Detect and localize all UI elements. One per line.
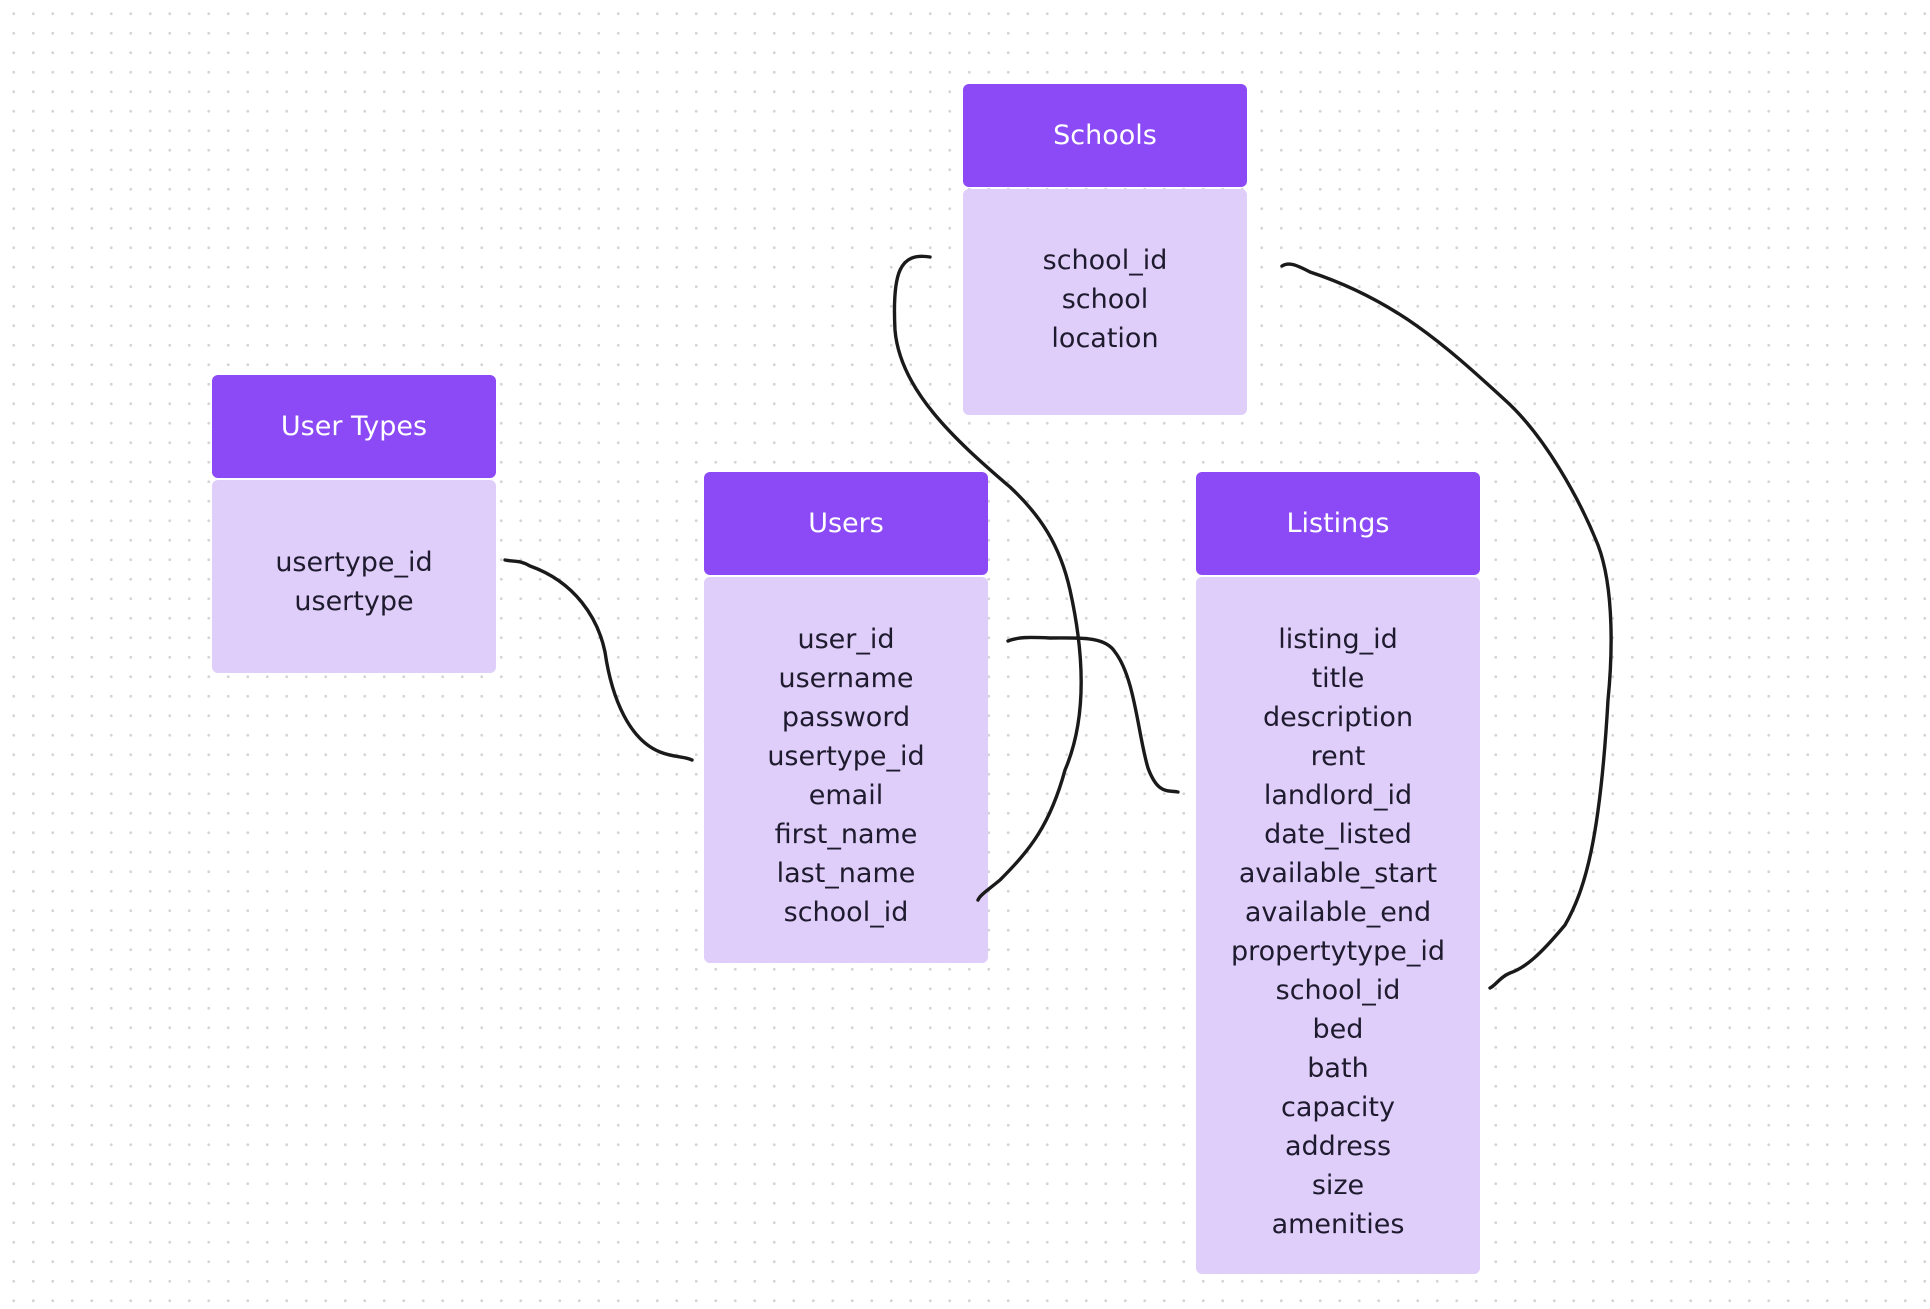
table-schools-header[interactable]: Schools (963, 84, 1247, 187)
connector-usertypes-to-users[interactable] (503, 558, 694, 762)
field-school-id: school_id (1275, 975, 1401, 1006)
field-user-id: user_id (797, 624, 895, 655)
field-school: school (1061, 284, 1149, 315)
table-listings[interactable]: Listings listing_id title description re… (1196, 472, 1480, 1274)
field-school-id: school_id (783, 897, 909, 928)
field-available-start: available_start (1238, 858, 1438, 889)
field-propertytype-id: propertytype_id (1230, 936, 1446, 967)
table-schools-fields: school_id school location (963, 189, 1247, 415)
table-listings-fields: listing_id title description rent landlo… (1196, 577, 1480, 1274)
field-last-name: last_name (776, 858, 916, 889)
table-users[interactable]: Users user_id username password usertype… (704, 472, 988, 963)
field-capacity: capacity (1281, 1092, 1395, 1123)
field-listing-id: listing_id (1278, 624, 1398, 655)
field-bath: bath (1307, 1053, 1369, 1084)
table-user-types-fields: usertype_id usertype (212, 480, 496, 673)
field-rent: rent (1310, 741, 1366, 772)
table-users-header[interactable]: Users (704, 472, 988, 575)
field-password: password (781, 702, 911, 733)
table-users-fields: user_id username password usertype_id em… (704, 577, 988, 963)
field-usertype-id: usertype_id (275, 547, 433, 578)
field-username: username (778, 663, 914, 694)
field-location: location (1051, 323, 1159, 354)
field-date-listed: date_listed (1264, 819, 1412, 850)
field-amenities: amenities (1271, 1209, 1405, 1240)
field-email: email (808, 780, 884, 811)
field-title: title (1311, 663, 1365, 694)
field-first-name: first_name (774, 819, 918, 850)
field-landlord-id: landlord_id (1263, 780, 1413, 811)
table-listings-header[interactable]: Listings (1196, 472, 1480, 575)
table-user-types-header[interactable]: User Types (212, 375, 496, 478)
table-user-types[interactable]: User Types usertype_id usertype (212, 375, 496, 673)
field-usertype-id: usertype_id (767, 741, 925, 772)
connector-users-to-listings[interactable] (1006, 635, 1180, 794)
field-size: size (1311, 1170, 1365, 1201)
field-school-id: school_id (1042, 245, 1168, 276)
field-address: address (1284, 1131, 1392, 1162)
field-usertype: usertype (294, 586, 414, 617)
table-schools[interactable]: Schools school_id school location (963, 84, 1247, 415)
field-bed: bed (1312, 1014, 1364, 1045)
field-description: description (1262, 702, 1414, 733)
field-available-end: available_end (1244, 897, 1432, 928)
